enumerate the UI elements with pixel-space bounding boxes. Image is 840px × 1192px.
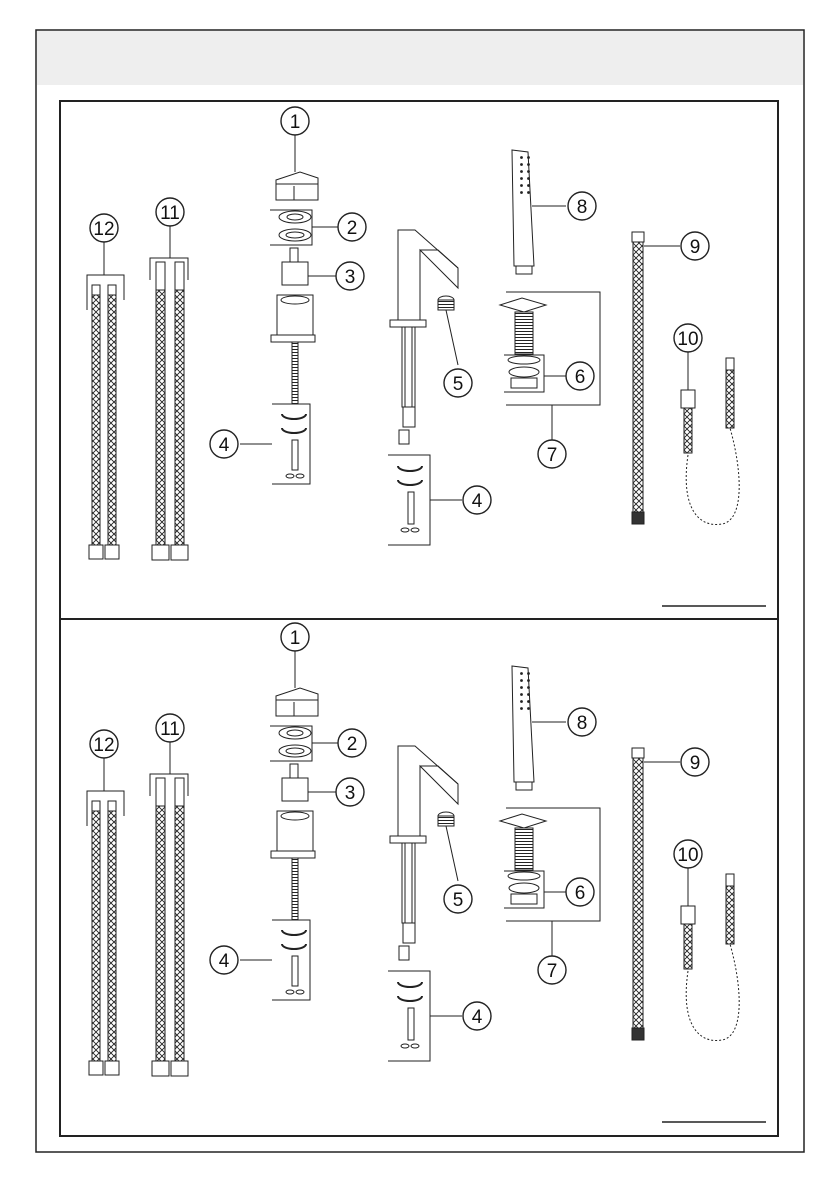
callout-number: 2 bbox=[347, 218, 358, 239]
callout-c5-panel-2: 5 bbox=[444, 885, 472, 913]
callout-number: 8 bbox=[577, 713, 588, 734]
callout-c3-panel-1: 3 bbox=[336, 262, 364, 290]
callout-c10-panel-2: 10 bbox=[674, 840, 702, 868]
callout-number: 5 bbox=[453, 374, 464, 395]
callout-c12-panel-2: 12 bbox=[90, 730, 118, 758]
callout-number: 6 bbox=[575, 883, 586, 904]
callout-c4b-panel-1: 4 bbox=[463, 486, 491, 514]
callout-number: 8 bbox=[577, 197, 588, 218]
callout-number: 7 bbox=[547, 445, 558, 466]
callout-c2-panel-1: 2 bbox=[338, 213, 366, 241]
callout-c7-panel-1: 7 bbox=[538, 440, 566, 468]
callout-number: 4 bbox=[472, 491, 483, 512]
callout-number: 1 bbox=[290, 112, 301, 133]
callout-number: 12 bbox=[93, 219, 114, 240]
callout-c8-panel-1: 8 bbox=[568, 192, 596, 220]
callout-c4b-panel-2: 4 bbox=[463, 1002, 491, 1030]
callout-c4a-panel-1: 4 bbox=[210, 430, 238, 458]
callout-number: 4 bbox=[219, 435, 230, 456]
callout-number: 3 bbox=[345, 783, 356, 804]
callout-c7-panel-2: 7 bbox=[538, 956, 566, 984]
callout-number: 1 bbox=[290, 628, 301, 649]
callout-c1-panel-1: 1 bbox=[281, 107, 309, 135]
callout-number: 11 bbox=[160, 719, 180, 740]
callout-c4a-panel-2: 4 bbox=[210, 946, 238, 974]
callout-number: 7 bbox=[547, 961, 558, 982]
callout-number: 12 bbox=[93, 735, 114, 756]
callout-number: 3 bbox=[345, 267, 356, 288]
callout-c6-panel-2: 6 bbox=[566, 878, 594, 906]
callout-c3-panel-2: 3 bbox=[336, 778, 364, 806]
callout-c1-panel-2: 1 bbox=[281, 623, 309, 651]
callout-c9-panel-2: 9 bbox=[681, 748, 709, 776]
callout-number: 10 bbox=[677, 845, 698, 866]
callout-c9-panel-1: 9 bbox=[681, 232, 709, 260]
callout-c6-panel-1: 6 bbox=[566, 362, 594, 390]
callout-number: 5 bbox=[453, 890, 464, 911]
callout-number: 6 bbox=[575, 367, 586, 388]
callout-number: 4 bbox=[472, 1007, 483, 1028]
callout-number: 9 bbox=[690, 753, 701, 774]
callout-number: 9 bbox=[690, 237, 701, 258]
callout-number: 11 bbox=[160, 203, 180, 224]
callout-c10-panel-1: 10 bbox=[674, 324, 702, 352]
callout-number: 4 bbox=[219, 951, 230, 972]
callout-number: 10 bbox=[677, 329, 698, 350]
callout-c11-panel-1: 11 bbox=[156, 198, 184, 226]
callout-c11-panel-2: 11 bbox=[156, 714, 184, 742]
callout-c2-panel-2: 2 bbox=[338, 729, 366, 757]
callout-c5-panel-1: 5 bbox=[444, 369, 472, 397]
callout-c12-panel-1: 12 bbox=[90, 214, 118, 242]
header-band bbox=[37, 31, 803, 85]
callout-number: 2 bbox=[347, 734, 358, 755]
callout-c8-panel-2: 8 bbox=[568, 708, 596, 736]
